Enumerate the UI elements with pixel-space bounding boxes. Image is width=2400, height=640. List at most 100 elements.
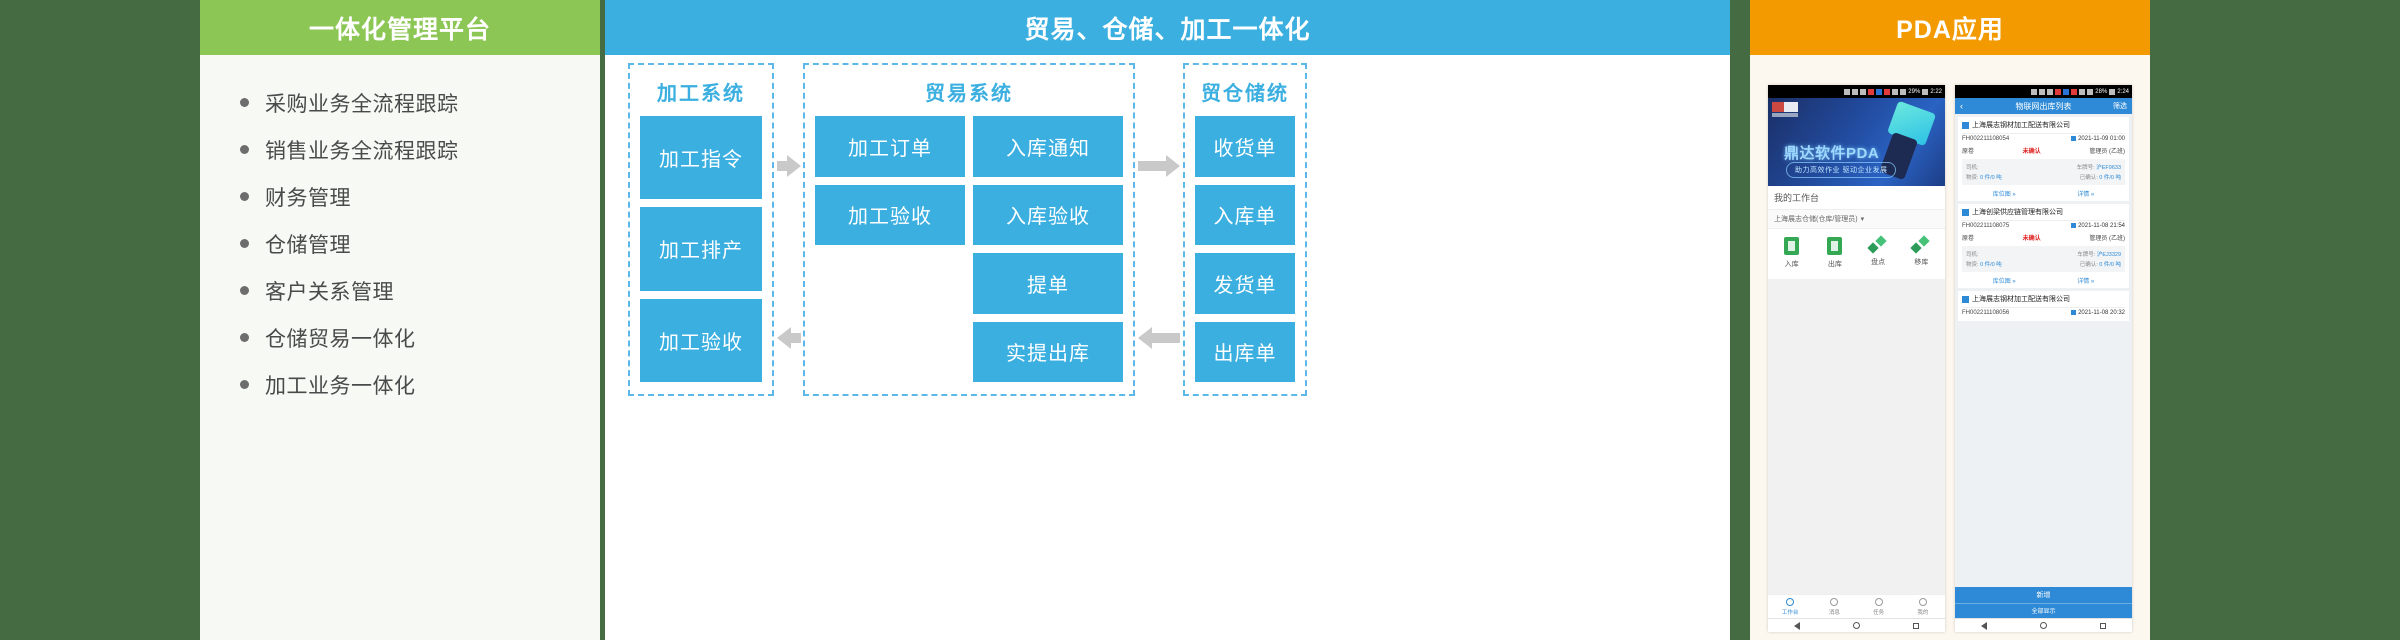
list-item[interactable]: 上海展志钢材加工配送有限公司 FH002211108054 2021-11-09… — [1958, 117, 2129, 201]
left-panel-header: 一体化管理平台 — [200, 0, 600, 55]
group-columns: 加工订单 加工验收 入库通知 入库验收 提单 实提出库 — [815, 116, 1123, 382]
add-button[interactable]: 新增 — [1955, 587, 2132, 603]
plate-pair: 车牌号: 沪EF9633 — [2076, 165, 2121, 171]
company-row: 上海展志钢材加工配送有限公司 — [1962, 294, 2125, 308]
detail-link[interactable]: 详情 » — [2077, 192, 2095, 198]
arrow-head — [777, 327, 791, 349]
list-item: 财务管理 — [240, 173, 600, 220]
list-item: 加工业务一体化 — [240, 361, 600, 408]
node-inbound-acceptance[interactable]: 入库验收 — [973, 184, 1123, 245]
node-bill-of-lading[interactable]: 提单 — [973, 253, 1123, 314]
tab-tasks[interactable]: 任务 — [1857, 598, 1901, 616]
nav-back-icon[interactable] — [1981, 621, 1988, 630]
brand-logo-icon — [1772, 102, 1798, 112]
driver-label: 司机: — [1966, 252, 1979, 258]
feature-label: 仓储贸易一体化 — [265, 327, 416, 351]
workbench-section-title: 我的工作台 — [1768, 186, 1945, 209]
tab-label: 我的 — [1917, 610, 1929, 616]
doc-out-icon — [1827, 237, 1843, 255]
battery-percent: 29% — [1908, 88, 1921, 95]
app-red2-icon — [2071, 88, 2078, 95]
outbound-list[interactable]: 上海展志钢材加工配送有限公司 FH002211108054 2021-11-09… — [1955, 114, 2132, 587]
order-number: FH002211108075 — [1962, 223, 2010, 229]
tab-messages[interactable]: 消息 — [1812, 598, 1856, 616]
action-outbound[interactable]: 出库 — [1813, 237, 1856, 269]
node-inbound-notice[interactable]: 入库通知 — [973, 116, 1123, 177]
driver-row: 司机: 车牌号: 沪EJ3329 — [1966, 249, 2121, 259]
bullet-icon — [240, 286, 249, 295]
quantity-row: 物资: 0 件/0 吨 已确认: 0 件/0 吨 — [1966, 259, 2121, 269]
tab-profile[interactable]: 我的 — [1901, 598, 1945, 616]
action-transfer[interactable]: 移库 — [1900, 237, 1943, 269]
alarm-icon — [2079, 88, 2086, 95]
plate-pair: 车牌号: 沪EJ3329 — [2077, 252, 2121, 258]
node-processing-acceptance[interactable]: 加工验收 — [640, 298, 762, 382]
node-receipt-note[interactable]: 收货单 — [1195, 116, 1295, 177]
alarm-icon — [1892, 88, 1899, 95]
calendar-icon — [2071, 310, 2077, 315]
right-panel: PDA应用 29% 2:22 — [1750, 0, 2150, 640]
list-item[interactable]: 上海创梁供应链管理有限公司 FH002211108075 2021-11-08 … — [1958, 204, 2129, 288]
order-number: FH002211108056 — [1962, 310, 2010, 316]
nav-home-icon[interactable] — [2039, 622, 2047, 629]
warehouse-selector-label: 上海展志仓储(仓库/管理员) — [1774, 216, 1858, 223]
status-row: 原卷 未确认 管理员 (乙班) — [1962, 231, 2125, 244]
node-shipping-note[interactable]: 发货单 — [1195, 253, 1295, 314]
nav-recents-icon[interactable] — [2099, 622, 2106, 629]
right-panel-header: PDA应用 — [1750, 0, 2150, 55]
nav-recents-icon[interactable] — [1912, 622, 1919, 629]
operator-name: 管理员 (乙班) — [2089, 236, 2125, 242]
tab-workbench[interactable]: 工作台 — [1768, 598, 1812, 616]
battery-percent: 28% — [2095, 88, 2108, 95]
group-columns: 加工指令 加工排产 加工验收 — [640, 116, 762, 382]
sync-icon — [1860, 88, 1867, 95]
node-processing-order[interactable]: 加工订单 — [815, 116, 965, 177]
node-outbound-note[interactable]: 出库单 — [1195, 321, 1295, 382]
android-status-bar: 28% 2:24 — [1955, 85, 2132, 98]
app-red-icon — [2055, 88, 2062, 95]
list-item[interactable]: 上海展志钢材加工配送有限公司 FH002211108056 2021-11-08… — [1958, 291, 2129, 321]
node-processing-acceptance-trade[interactable]: 加工验收 — [815, 184, 965, 245]
column-spacer — [815, 253, 965, 314]
app-red2-icon — [1884, 88, 1891, 95]
filter-button[interactable]: 筛选 — [2113, 103, 2127, 110]
node-inbound-note[interactable]: 入库单 — [1195, 184, 1295, 245]
node-processing-instruction[interactable]: 加工指令 — [640, 116, 762, 200]
group-column: 收货单 入库单 发货单 出库单 — [1195, 116, 1295, 382]
node-actual-outbound[interactable]: 实提出库 — [973, 321, 1123, 382]
show-all-button[interactable]: 全部显示 — [1955, 603, 2132, 618]
bluetooth-icon — [2087, 88, 2094, 95]
group-warehouse-system: 贸仓储统 收货单 入库单 发货单 出库单 — [1183, 63, 1307, 396]
app-bar: ‹ 物联网出库列表 筛选 — [1955, 98, 2132, 114]
group-column-left: 加工订单 加工验收 — [815, 116, 965, 382]
confirmed-pair: 已确认: 0 件/0 吨 — [2079, 175, 2121, 181]
back-chevron-icon[interactable]: ‹ — [1960, 100, 1963, 111]
action-label: 移库 — [1914, 259, 1929, 266]
action-inbound[interactable]: 入库 — [1770, 237, 1813, 269]
location-map-link[interactable]: 库位图 » — [1992, 192, 2016, 198]
cubes-move-icon — [1912, 237, 1930, 253]
arrow-trade-to-processing-icon — [777, 327, 801, 349]
message-icon — [1844, 88, 1851, 95]
workbench-action-grid: 入库 出库 盘点 移库 — [1768, 229, 1945, 279]
banner-subtitle: 助力高效作业 驱动企业发展 — [1786, 162, 1897, 178]
node-processing-schedule[interactable]: 加工排产 — [640, 207, 762, 291]
action-label: 盘点 — [1871, 259, 1886, 266]
location-map-link[interactable]: 库位图 » — [1992, 279, 2016, 285]
center-panel: 贸易、仓储、加工一体化 加工系统 加工指令 加工排产 加工验收 — [605, 0, 1730, 640]
order-date: 2021-11-08 20:32 — [2071, 310, 2125, 316]
bullet-icon — [240, 333, 249, 342]
nav-home-icon[interactable] — [1852, 622, 1860, 629]
center-panel-body: 加工系统 加工指令 加工排产 加工验收 贸易系统 加工订单 — [605, 55, 1730, 640]
detail-link[interactable]: 详情 » — [2077, 279, 2095, 285]
action-stocktake[interactable]: 盘点 — [1857, 237, 1900, 269]
page-title: 物联网出库列表 — [2015, 101, 2072, 111]
bottom-tab-bar: 工作台 消息 任务 我的 — [1768, 594, 1945, 618]
app-blue-icon — [2063, 88, 2070, 95]
operator-name: 管理员 (乙班) — [2089, 149, 2125, 155]
group-title: 贸仓储统 — [1201, 83, 1289, 105]
warehouse-selector[interactable]: 上海展志仓储(仓库/管理员) ▾ — [1768, 209, 1945, 229]
app-red-icon — [1868, 88, 1875, 95]
driver-row: 司机: 车牌号: 沪EF9633 — [1966, 162, 2121, 172]
nav-back-icon[interactable] — [1794, 621, 1801, 630]
